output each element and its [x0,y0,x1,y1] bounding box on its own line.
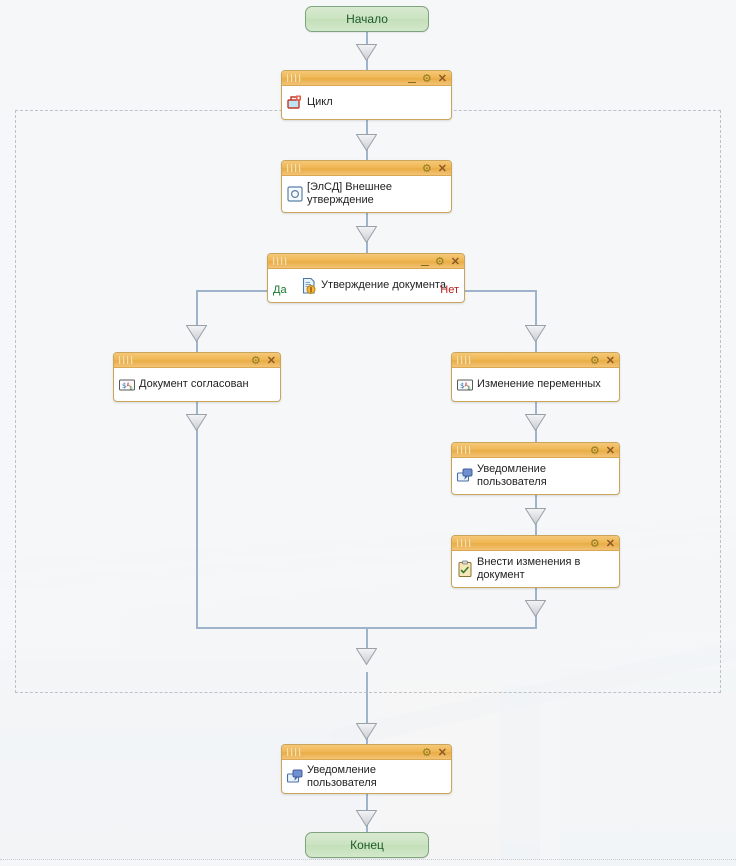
svg-text:$: $ [122,381,126,389]
notification-icon [286,768,304,786]
variable-icon: $ A b [118,376,136,394]
loop-add-icon [286,94,304,112]
drag-grip-icon[interactable] [287,74,303,82]
drag-grip-icon[interactable] [457,356,473,364]
drag-grip-icon[interactable] [457,446,473,454]
variable-icon: $ A b [456,376,474,394]
close-icon[interactable]: ✕ [450,255,460,268]
gear-icon[interactable]: ⚙ [589,537,600,550]
gear-icon[interactable]: ⚙ [589,444,600,457]
gear-icon[interactable]: ⚙ [589,354,600,367]
close-icon[interactable]: ✕ [437,162,447,175]
connector-merge-to-exit [366,627,368,663]
gear-icon[interactable]: ⚙ [421,72,432,85]
connector-merge-horizontal-right [366,627,537,629]
connector-decision-yes-vertical [196,290,198,352]
arrowhead-edit-to-merge [525,600,546,617]
node-notify-user-right-label: Уведомление пользователя [477,463,547,488]
drag-grip-icon[interactable] [287,164,303,172]
drag-grip-icon[interactable] [287,748,303,756]
gear-icon[interactable]: ⚙ [250,354,261,367]
connector-exit-to-notify-bottom [366,672,368,744]
node-change-variables-header[interactable]: ⚙ ✕ [452,353,619,368]
arrowhead-start-to-loop [356,44,377,61]
arrowhead-loop-to-external [356,134,377,151]
arrowhead-notify-to-end [356,810,377,827]
arrowhead-external-to-decision [356,226,377,243]
node-notify-user-bottom[interactable]: ⚙ ✕ Уведомление пользователя [281,744,452,794]
arrowhead-merge-to-exit [356,648,377,665]
end-terminator-label: Конец [350,838,384,852]
arrowhead-no-branch [525,325,546,342]
minimize-icon[interactable] [420,258,429,266]
svg-text:b: b [130,385,133,391]
connector-decision-no-horizontal [463,290,536,292]
start-terminator[interactable]: Начало [305,6,429,32]
notification-icon [456,467,474,485]
node-loop-label: Цикл [307,96,333,108]
document-approval-icon [300,277,318,295]
node-notify-user-bottom-header[interactable]: ⚙ ✕ [282,745,451,760]
node-external-approval-header[interactable]: ⚙ ✕ [282,161,451,176]
node-loop[interactable]: ⚙ ✕ Цикл [281,70,452,120]
connector-agreed-to-merge [196,402,198,628]
svg-text:A: A [465,382,469,388]
start-terminator-label: Начало [346,12,388,26]
close-icon[interactable]: ✕ [605,537,615,550]
close-icon[interactable]: ✕ [266,354,276,367]
branch-label-yes: Да [273,283,287,296]
node-notify-user-bottom-label: Уведомление пользователя [307,763,377,789]
svg-text:A: A [127,382,131,388]
node-document-approval-label: Утверждение документа [321,279,446,291]
arrowhead-notify-to-edit [525,508,546,525]
arrowhead-agreed-down [186,414,207,431]
clipboard-check-icon [456,560,474,578]
close-icon[interactable]: ✕ [605,354,615,367]
arrowhead-yes-branch [186,325,207,342]
node-external-approval-label: [ЭлСД] Внешнее утверждение [307,181,392,206]
drag-grip-icon[interactable] [273,257,289,265]
node-change-variables[interactable]: ⚙ ✕ $ A b Изменение переменных [451,352,620,402]
gear-icon[interactable]: ⚙ [421,162,432,175]
node-change-variables-label: Изменение переменных [477,378,601,390]
gear-icon[interactable]: ⚙ [434,255,445,268]
close-icon[interactable]: ✕ [437,746,447,759]
node-external-approval[interactable]: ⚙ ✕ [ЭлСД] Внешнее утверждение [281,160,452,213]
connector-merge-horizontal-left [196,627,368,629]
drag-grip-icon[interactable] [119,356,135,364]
node-document-agreed-label: Документ согласован [139,378,249,390]
minimize-icon[interactable] [407,75,416,83]
close-icon[interactable]: ✕ [437,72,447,85]
drag-grip-icon[interactable] [457,539,473,547]
connector-decision-yes-horizontal [196,290,270,292]
node-document-agreed-header[interactable]: ⚙ ✕ [114,353,280,368]
gear-icon[interactable]: ⚙ [421,746,432,759]
node-document-approval-header[interactable]: ⚙ ✕ [268,254,464,269]
arrowhead-exit-to-notify-bottom [356,723,377,740]
end-terminator[interactable]: Конец [305,832,429,858]
canvas-bottom-rule [0,859,736,860]
svg-text:$: $ [460,381,464,389]
branch-label-no: Нет [440,283,459,296]
connector-decision-no-vertical [535,290,537,352]
node-loop-header[interactable]: ⚙ ✕ [282,71,451,86]
external-system-icon [286,185,304,203]
arrowhead-variables-to-notify [525,414,546,431]
node-notify-user-right-header[interactable]: ⚙ ✕ [452,443,619,458]
close-icon[interactable]: ✕ [605,444,615,457]
node-document-agreed[interactable]: ⚙ ✕ $ A b Документ согласован [113,352,281,402]
node-document-approval[interactable]: ⚙ ✕ Да Утверждение документа Нет [267,253,465,303]
svg-text:b: b [468,385,471,391]
node-edit-document-header[interactable]: ⚙ ✕ [452,536,619,551]
node-notify-user-right[interactable]: ⚙ ✕ Уведомление пользователя [451,442,620,495]
node-edit-document[interactable]: ⚙ ✕ Внести изменения в документ [451,535,620,588]
node-edit-document-label: Внести изменения в документ [477,556,581,581]
